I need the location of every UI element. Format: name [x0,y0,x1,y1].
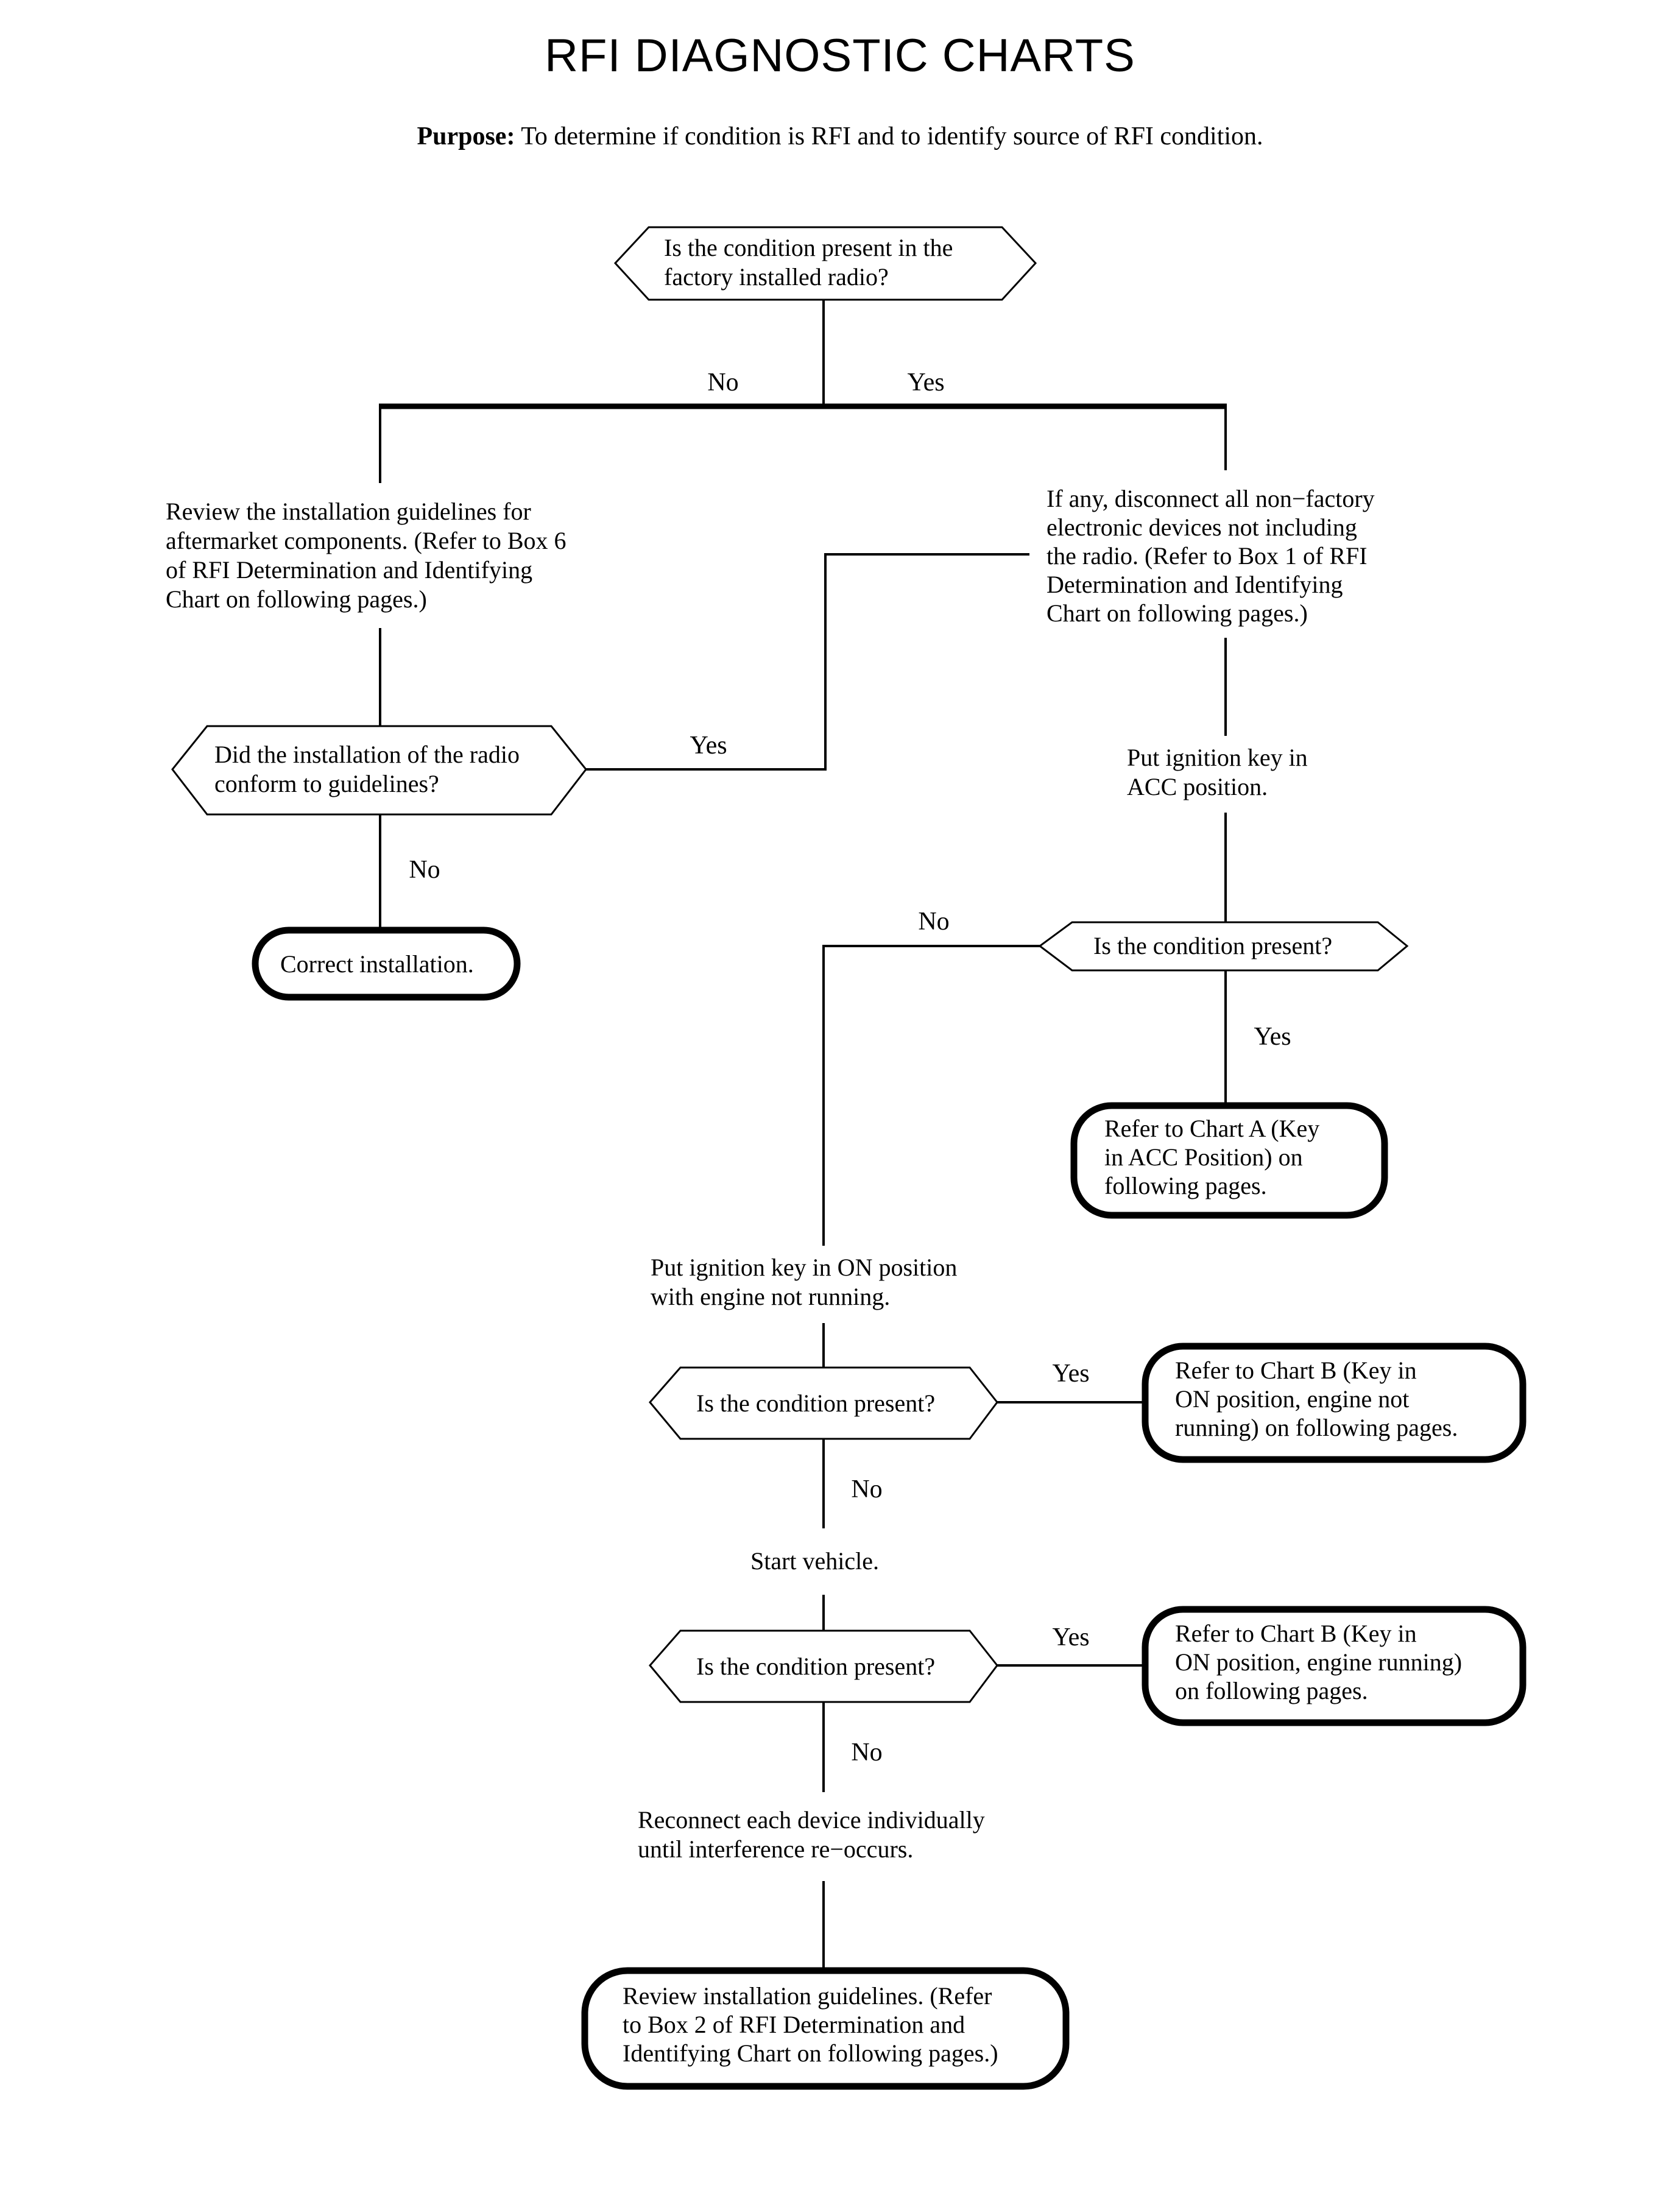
process-fill [738,1528,912,1595]
node-disconnect-devices-text: If any, disconnect all non−factory elect… [1046,485,1381,627]
terminator-shape [252,927,521,1001]
hexagon-shape [613,226,1037,301]
node-key-acc-process[interactable]: Put ignition key in ACC position. [1110,736,1349,813]
process-fill [149,483,612,628]
node-chart-a-terminator[interactable]: Refer to Chart A (Key in ACC Position) o… [1070,1102,1388,1219]
process-fill [632,1246,1016,1323]
edge-label-on-no: No [851,1475,882,1503]
node-present-on-text: Is the condition present? [696,1389,935,1417]
node-review-installation-text: Review installation guidelines. (Refer t… [623,1982,998,2067]
node-chart-a-text: Refer to Chart A (Key in ACC Position) o… [1104,1115,1325,1199]
connector-acc-no [822,945,1040,1246]
node-present-running-decision[interactable]: Is the condition present? [649,1629,998,1703]
process-fill [1110,736,1349,813]
node-conform-guidelines-decision[interactable]: Did the installation of the radio confor… [171,725,587,816]
edge-label-conform-yes: Yes [690,732,727,760]
edge-label-acc-yes: Yes [1254,1023,1291,1051]
purpose-label: Purpose: [417,122,515,150]
node-start-vehicle-process[interactable]: Start vehicle. [738,1528,912,1595]
terminator-shape [1070,1102,1388,1219]
edge-label-q1-yes: Yes [907,369,944,397]
edge-label-run-yes: Yes [1052,1623,1089,1651]
edge-label-run-no: No [851,1739,882,1767]
node-present-on-decision[interactable]: Is the condition present? [649,1366,998,1440]
connector-layer [379,300,1227,1971]
node-reconnect-devices-process[interactable]: Reconnect each device individually until… [623,1792,1025,1881]
hexagon-shape [1038,921,1409,972]
edge-label-acc-no: No [918,908,949,936]
hexagon-shape [171,725,587,816]
hexagon-shape [649,1366,998,1440]
node-q1-text: Is the condition present in the factory … [664,234,959,291]
node-key-acc-text: Put ignition key in ACC position. [1127,744,1314,800]
hexagon-shape [649,1629,998,1703]
page-title: RFI DIAGNOSTIC CHARTS [545,30,1135,82]
node-review-guidelines-process[interactable]: Review the installation guidelines for a… [149,483,612,628]
node-chart-b-running-terminator[interactable]: Refer to Chart B (Key in ON position, en… [1142,1606,1526,1726]
process-fill [623,1792,1025,1881]
edge-label-conform-no: No [409,856,440,884]
node-key-on-process[interactable]: Put ignition key in ON position with eng… [632,1246,1016,1323]
node-present-acc-decision[interactable]: Is the condition present? [1038,921,1409,972]
edge-label-q1-no: No [707,369,738,397]
edge-label-on-yes: Yes [1052,1360,1089,1388]
node-chart-b-not-running-terminator[interactable]: Refer to Chart B (Key in ON position, en… [1142,1343,1526,1463]
node-key-on-text: Put ignition key in ON position with eng… [651,1254,963,1310]
node-review-guidelines-text: Review the installation guidelines for a… [166,498,573,613]
node-chart-b-running-text: Refer to Chart B (Key in ON position, en… [1175,1620,1468,1704]
node-correct-installation-terminator[interactable]: Correct installation. [252,927,521,1001]
process-fill [1029,470,1419,638]
node-present-running-text: Is the condition present? [696,1653,935,1680]
node-review-installation-terminator[interactable]: Review installation guidelines. (Refer t… [581,1967,1070,2090]
node-q1-decision[interactable]: Is the condition present in the factory … [613,226,1037,301]
terminator-shape [1142,1343,1526,1463]
node-disconnect-devices-process[interactable]: If any, disconnect all non−factory elect… [1029,470,1419,638]
node-correct-installation-text: Correct installation. [280,950,474,978]
connector-conform-yes [586,553,1029,771]
node-present-acc-text: Is the condition present? [1093,932,1332,959]
node-conform-guidelines-text: Did the installation of the radio confor… [214,741,526,797]
node-chart-b-not-running-text: Refer to Chart B (Key in ON position, en… [1175,1357,1458,1441]
node-reconnect-devices-text: Reconnect each device individually until… [638,1806,991,1863]
terminator-shape [1142,1606,1526,1726]
purpose-text: To determine if condition is RFI and to … [521,122,1263,150]
purpose-statement: Purpose: To determine if condition is RF… [0,122,1680,151]
node-start-vehicle-text: Start vehicle. [750,1547,879,1575]
terminator-shape [581,1967,1070,2090]
